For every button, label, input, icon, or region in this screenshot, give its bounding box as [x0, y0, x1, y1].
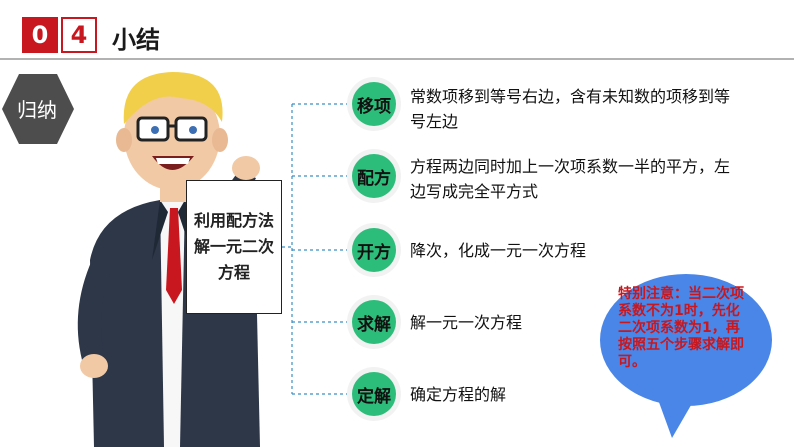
method-card: 利用配方法解一元二次方程 — [186, 180, 282, 314]
step-label-root: 开方 — [352, 228, 396, 272]
speech-bubble-icon — [600, 274, 772, 438]
section-tag-label: 归纳 — [17, 98, 57, 122]
hexagon-tag-icon — [2, 74, 74, 144]
section-number-first: 0 — [22, 17, 58, 53]
step-label-complete-square: 配方 — [352, 154, 396, 198]
step-badge-determine: 定解 — [347, 367, 401, 421]
step-badge-solve: 求解 — [347, 295, 401, 349]
step-label-move: 移项 — [352, 82, 396, 126]
step-label-determine: 定解 — [352, 372, 396, 416]
header-divider — [0, 58, 794, 60]
step-text-solve: 解一元一次方程 — [410, 313, 523, 332]
step-text-move: 常数项移到等号右边，含有未知数的项移到等号左边 — [410, 87, 731, 131]
special-note-text: 特别注意：当二次项系数不为1时，先化二次项系数为1，再按照五个步骤求解即可。 — [618, 286, 744, 370]
section-number-second: 4 — [61, 17, 97, 53]
step-text-complete-square: 方程两边同时加上一次项系数一半的平方，左边写成完全平方式 — [410, 157, 731, 201]
step-badge-move: 移项 — [347, 77, 401, 131]
slide-title: 小结 — [112, 26, 160, 54]
step-text-root: 降次，化成一元一次方程 — [410, 241, 587, 260]
cartoon-teacher-illustration — [77, 72, 260, 447]
step-badge-complete-square: 配方 — [347, 149, 401, 203]
step-text-determine: 确定方程的解 — [410, 385, 507, 404]
step-label-solve: 求解 — [352, 300, 396, 344]
step-badge-root: 开方 — [347, 223, 401, 277]
slide-header: 0 4 小结 — [0, 0, 794, 64]
